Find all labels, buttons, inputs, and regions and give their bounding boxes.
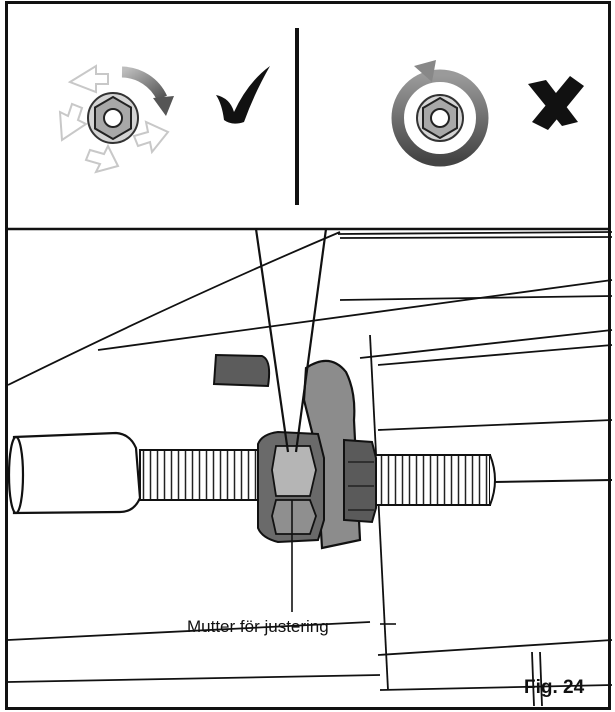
shaft-cylinder (7, 431, 142, 515)
cross-mark-icon (528, 76, 584, 130)
adjustment-nut (257, 430, 325, 544)
threaded-rod-right (374, 454, 491, 506)
single-rotation-icon (391, 60, 489, 167)
rod-end (489, 454, 496, 506)
figure-number: Fig. 24 (524, 677, 585, 698)
callout-label-adjustment-nut: Mutter för justering (187, 617, 329, 636)
check-mark-icon (216, 66, 270, 124)
threaded-rod-left (139, 449, 266, 501)
lock-nut-right (343, 438, 377, 524)
loosen-tighten-rotation-icon (58, 64, 174, 174)
machine-frame-lines (7, 231, 613, 707)
callout-leader (291, 500, 396, 625)
zoom-callout-lines (254, 228, 328, 453)
cable (493, 479, 613, 483)
flat-bracket (212, 353, 271, 388)
